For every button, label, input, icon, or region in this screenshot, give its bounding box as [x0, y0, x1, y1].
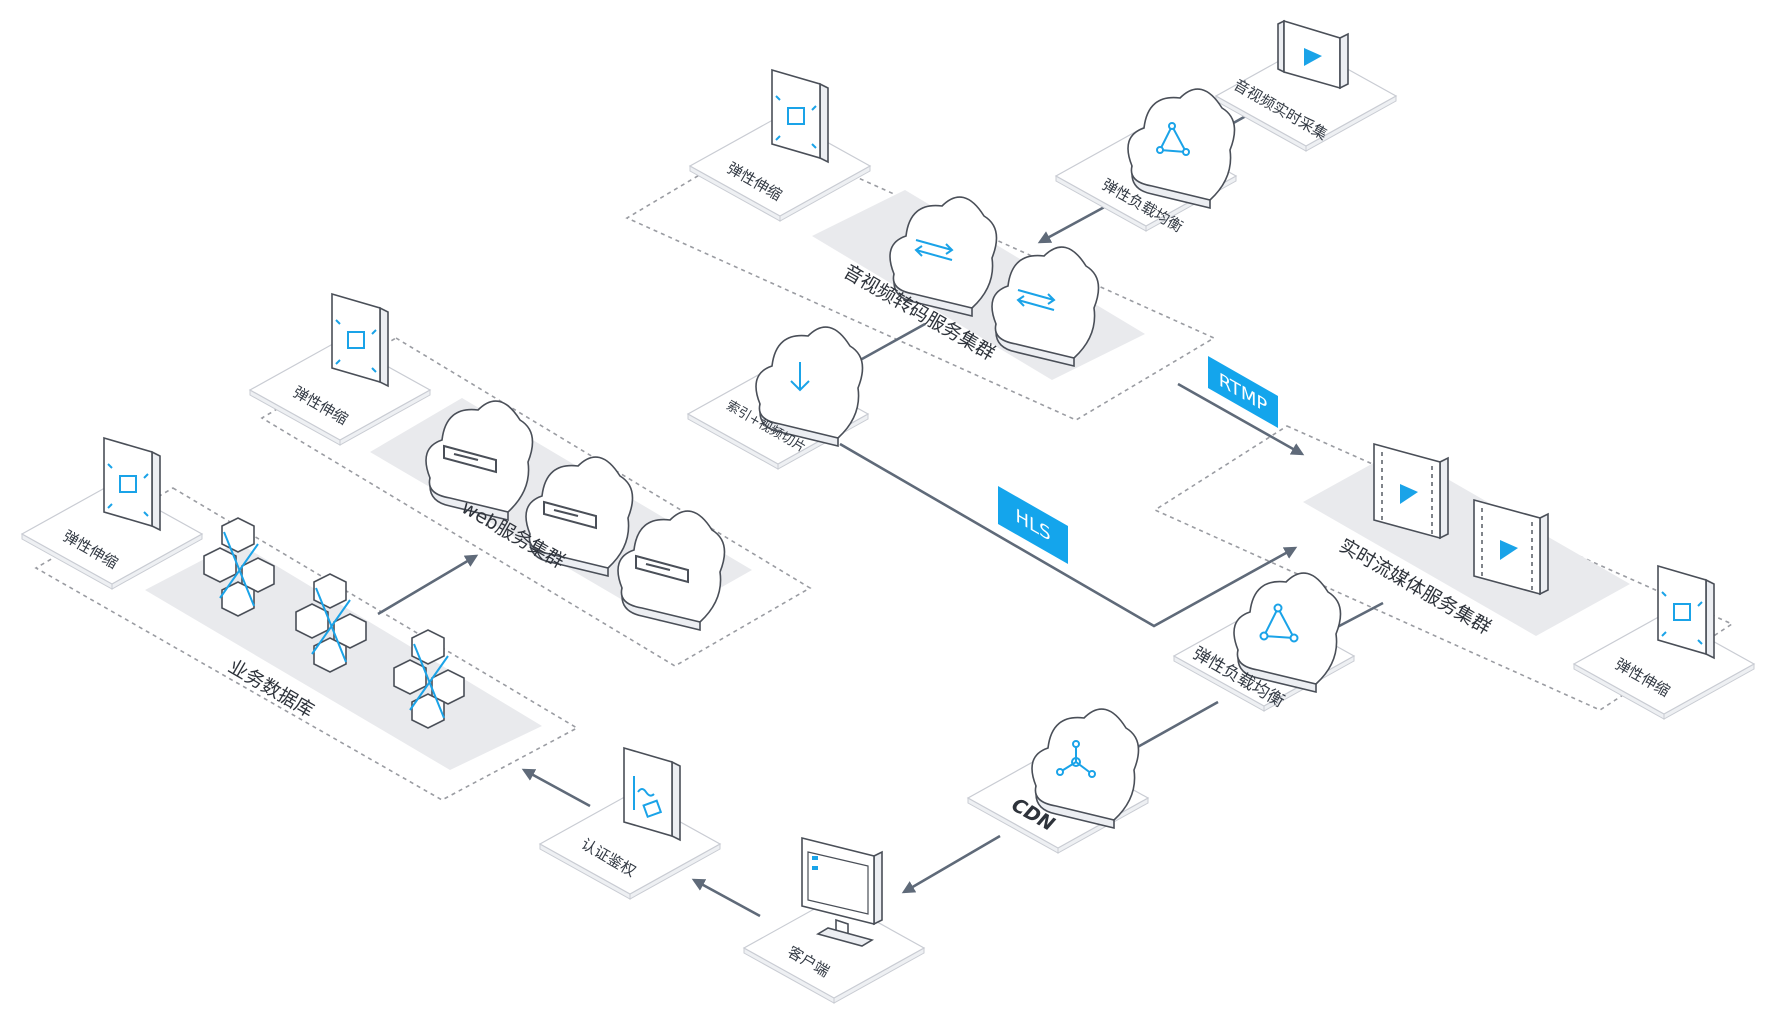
database-hexagon-icon	[203, 517, 275, 617]
server-cloud-icon	[617, 510, 726, 631]
load-balancer-icon	[1127, 88, 1236, 209]
client-node: 客户端	[743, 836, 925, 1004]
arrow-client-to-auth	[691, 878, 761, 918]
arrow-slb-to-transcode	[1037, 202, 1111, 244]
web-cluster-region	[260, 337, 812, 667]
web-cluster: web服务集群	[425, 400, 726, 631]
auto-scaling-icon	[1657, 565, 1715, 659]
auto-scaling-icon	[331, 293, 389, 387]
slb-top-node: 弹性负载均衡	[1055, 88, 1237, 236]
arrow-auth-to-db	[521, 768, 591, 808]
arrow-cdn-to-client	[901, 834, 1001, 894]
rtmp-tag: RTMP	[1208, 356, 1278, 428]
database-hexagon-icon	[295, 573, 367, 673]
auto-scaling-icon	[103, 437, 161, 531]
arrow-hls	[839, 442, 1298, 628]
server-cloud-icon	[425, 400, 534, 521]
stream-cluster-region	[1153, 425, 1734, 711]
auto-scaling-icon	[771, 69, 829, 163]
video-film-icon	[1473, 498, 1549, 596]
scale-web-node: 弹性伸缩	[249, 293, 431, 446]
cdn-node: CDN	[967, 708, 1149, 854]
scale-stream-node: 弹性伸缩	[1573, 565, 1755, 720]
server-cloud-icon	[525, 456, 634, 577]
transcode-cloud-icon	[991, 246, 1100, 367]
hls-tag: HLS	[998, 486, 1068, 564]
certificate-icon	[623, 747, 681, 841]
video-film-icon	[1373, 442, 1449, 540]
auth-node: 认证鉴权	[539, 747, 721, 900]
scale-top-node: 弹性伸缩	[689, 69, 871, 222]
database-hexagon-icon	[393, 629, 465, 729]
cdn-network-icon	[1031, 708, 1140, 829]
video-camera-icon	[1277, 19, 1349, 90]
load-balancer-icon	[1233, 572, 1342, 693]
transcode-cloud-icon	[889, 196, 998, 317]
scale-db-node: 弹性伸缩	[21, 437, 203, 590]
av-capture-node: 音视频实时采集	[1215, 19, 1397, 152]
index-slice-node: 索引+视频切片	[687, 326, 869, 470]
slb-mid-node: 弹性负载均衡	[1173, 572, 1355, 712]
monitor-icon	[801, 836, 883, 947]
arrow-rtmp	[1177, 382, 1305, 456]
arrow-db-to-web	[377, 554, 479, 616]
download-cloud-icon	[755, 326, 864, 447]
